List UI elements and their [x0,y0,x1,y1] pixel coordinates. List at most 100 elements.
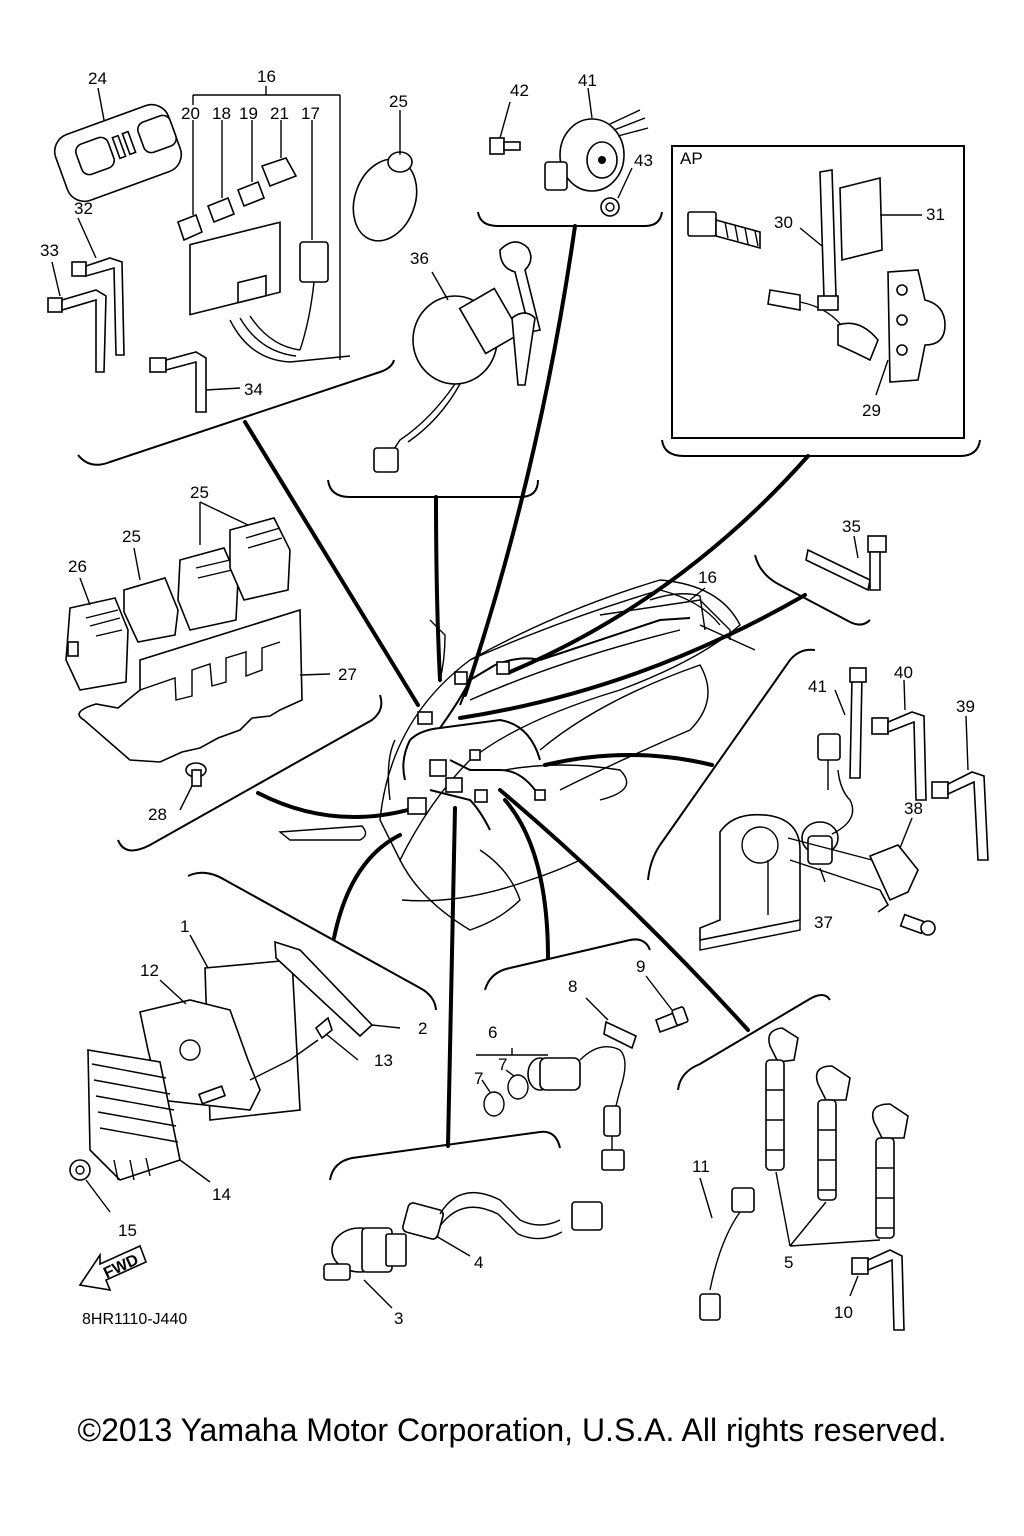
relay-25-mid [177,547,239,631]
ignition-coil-5a [765,1027,799,1171]
label-18: 18 [212,104,231,123]
label-20: 20 [181,104,200,123]
label-2: 2 [418,1019,427,1038]
fuse-box-17 [189,221,351,363]
label-36: 37 [814,913,833,932]
fuse-18 [206,196,236,224]
sensor-41 [544,87,649,192]
o-ring-7b [505,1069,529,1100]
relay-25-right [199,501,291,601]
label-19: 19 [239,104,258,123]
relay-25-left [65,577,129,691]
label-33: 34 [244,380,263,399]
bolt-13 [249,1016,359,1081]
leader-sensor-small [503,798,550,960]
clamp-8 [585,997,637,1050]
capacitor [352,110,418,242]
group-bracket-ignition [327,479,539,498]
sensor-assembly-28 [687,211,946,396]
label-43: 43 [634,151,653,170]
label-4: 4 [474,1253,483,1272]
ignition-coil-5b [815,1065,851,1201]
nut-15 [69,1159,111,1213]
lead-4 [402,1191,603,1257]
group-bracket-sensor [477,211,663,227]
cable-tie-31 [71,217,125,356]
label-5: 5 [784,1253,793,1272]
ap-box [671,145,965,439]
leader-relays [256,791,410,819]
sensor-36 [787,769,881,891]
group-bracket-coils [677,994,831,1091]
group-bracket-rectifier [187,871,437,1011]
relay-bracket-26 [78,608,331,763]
label-27: 28 [148,805,167,824]
cable-tie-40 [849,667,867,779]
leader-coils [498,788,750,1032]
label-31: 32 [74,199,93,218]
leader-top-left [243,420,420,707]
label-29: 30 [774,213,793,232]
label-22: 24 [88,69,107,88]
group-bracket-pressure [329,1130,561,1181]
leader-sensor [463,224,577,697]
speed-sensor-6 [476,1046,626,1171]
label-30 [839,176,922,262]
label-16-center: 16 [698,568,717,587]
label-3: 3 [394,1309,403,1328]
label-21: 21 [270,104,289,123]
cable-tie-29 [799,169,839,311]
label-8: 8 [568,977,577,996]
cable-tie-39 [871,679,927,801]
cable-tie-10 [849,1249,905,1331]
parts-diagram: 24 16 20 18 19 21 17 25 42 41 43 AP 30 3… [40,67,989,1331]
label-24: 25 [122,527,141,546]
group-bracket-relays [117,694,383,852]
label-26: 27 [338,665,357,684]
label-13: 13 [374,1051,393,1070]
label-7b: 7 [474,1069,483,1088]
fuse-19 [236,180,266,208]
pressure-switch-3 [323,1227,407,1309]
leader-tie [458,593,807,720]
fuse-21 [260,157,298,188]
bolt-9 [645,975,689,1034]
group-bracket-top-left [77,359,395,466]
fuse-box-cover [53,103,183,203]
bracket-plate [699,813,801,951]
ignition-coil-5c [775,1103,909,1247]
label-12: 12 [140,961,159,980]
label-23: 25 [389,92,408,111]
label-9: 9 [636,957,645,976]
label-38: 39 [956,697,975,716]
label-41: 41 [578,71,597,90]
label-39: 40 [894,663,913,682]
label-25-left: 26 [68,557,87,576]
fuse-20 [177,213,204,242]
band-2 [274,940,401,1038]
label-37: 38 [904,799,923,818]
label-35: 36 [410,249,429,268]
relay-24 [123,547,179,643]
label-10: 10 [834,1303,853,1322]
label-42: 42 [510,81,529,100]
group-bracket-ap [661,439,981,457]
label-11: 11 [692,1157,710,1176]
sensor-plug-40 [817,689,846,790]
o-ring-7a [481,1079,505,1117]
label-34: 35 [842,517,861,536]
cable-tie-38 [931,715,989,861]
label-15: 15 [118,1221,137,1240]
label-25-top: 25 [190,483,209,502]
wiring-harness [402,617,691,831]
label-14: 14 [212,1185,231,1204]
fwd-arrow-icon [78,1244,148,1292]
fuse-bracket [192,86,341,360]
diagram-code: 8HR1110-J440 [82,1311,187,1328]
label-ap: AP [680,149,703,168]
label-7a: 7 [498,1055,507,1074]
leader-bracket36 [543,753,714,767]
group-bracket-bracket36 [647,648,816,881]
leader-ignition [434,495,442,682]
label-28: 29 [862,401,881,420]
